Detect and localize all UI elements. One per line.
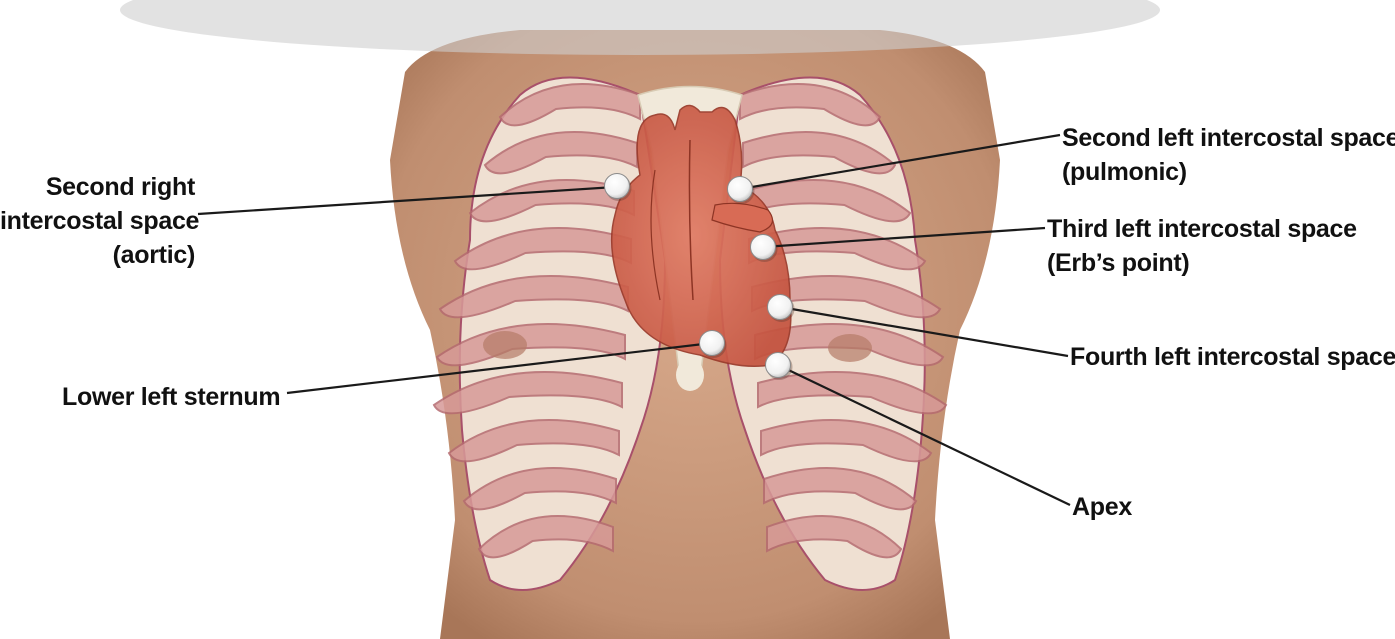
label-lower-left-sternum: Lower left sternum — [62, 380, 280, 414]
label-fourth-left-intercostal: Fourth left intercostal space — [1070, 340, 1395, 374]
nipple-left — [828, 334, 872, 362]
label-erbs-point: Third left intercostal space (Erb’s poin… — [1047, 212, 1357, 280]
label-apex: Apex — [1072, 490, 1132, 524]
label-pulmonic: Second left intercostal space (pulmonic) — [1062, 121, 1395, 189]
point-pulmonic — [728, 177, 753, 202]
point-apex — [766, 353, 791, 378]
nipple-right — [483, 331, 527, 359]
point-erbs-point — [751, 235, 776, 260]
point-aortic — [605, 174, 630, 199]
point-fourth-left-intercostal — [768, 295, 793, 320]
point-lower-left-sternum — [700, 331, 725, 356]
label-aortic: Second right intercostal space (aortic) — [0, 170, 195, 272]
